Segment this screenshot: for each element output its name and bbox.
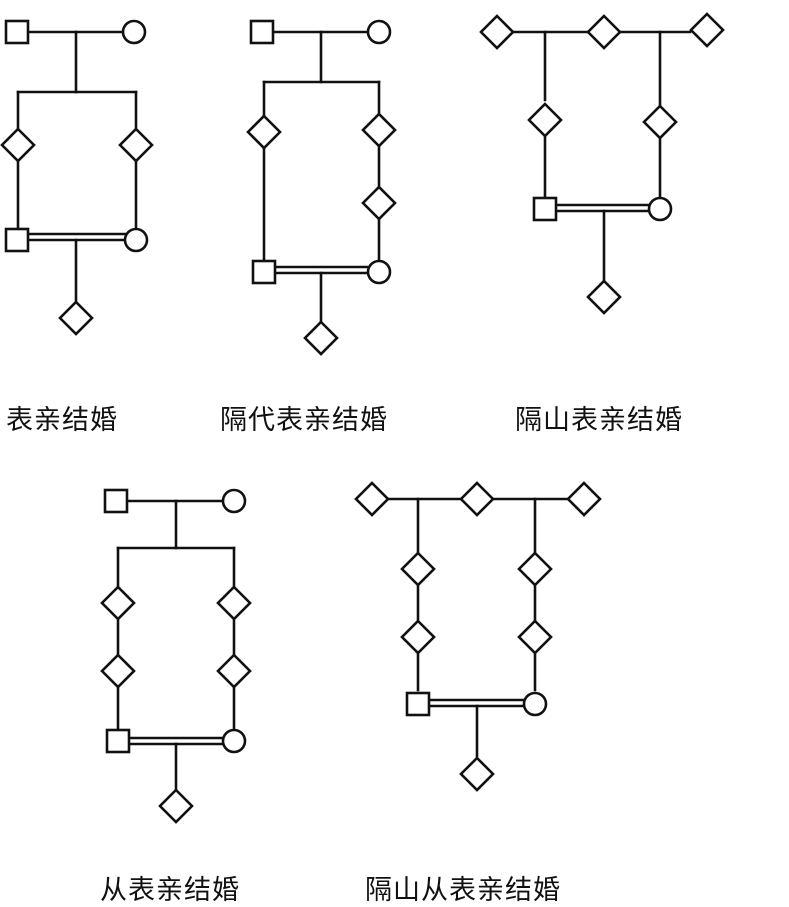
female-circle-icon xyxy=(221,488,247,514)
female-circle-icon xyxy=(522,691,548,717)
unspecified-sex-diamond-icon xyxy=(354,481,390,517)
unspecified-sex-diamond-icon xyxy=(527,102,563,138)
unspecified-sex-diamond-icon xyxy=(158,788,194,824)
pedigree-half-sibling-second-cousin-marriage xyxy=(354,481,602,792)
unspecified-sex-diamond-icon xyxy=(586,14,622,50)
female-circle-icon xyxy=(366,259,392,285)
unspecified-sex-diamond-icon xyxy=(216,653,252,689)
male-square-icon xyxy=(105,728,131,754)
female-circle-icon xyxy=(121,19,147,45)
caption-cross-generation-cousin-marriage: 隔代表亲结婚 xyxy=(220,405,388,436)
unspecified-sex-diamond-icon xyxy=(400,619,436,655)
unspecified-sex-diamond-icon xyxy=(642,104,678,140)
caption-cousin-marriage: 表亲结婚 xyxy=(6,405,118,436)
male-square-icon xyxy=(249,19,275,45)
male-square-icon xyxy=(532,196,558,222)
female-circle-icon xyxy=(221,728,247,754)
caption-half-sibling-cousin-marriage: 隔山表亲结婚 xyxy=(515,405,683,436)
unspecified-sex-diamond-icon xyxy=(517,551,553,587)
unspecified-sex-diamond-icon xyxy=(100,653,136,689)
unspecified-sex-diamond-icon xyxy=(216,585,252,621)
female-circle-icon xyxy=(647,196,673,222)
unspecified-sex-diamond-icon xyxy=(400,551,436,587)
unspecified-sex-diamond-icon xyxy=(459,481,495,517)
pedigree-half-sibling-cousin-marriage xyxy=(479,12,725,315)
female-circle-icon xyxy=(123,227,149,253)
male-square-icon xyxy=(251,259,277,285)
unspecified-sex-diamond-icon xyxy=(479,14,515,50)
unspecified-sex-diamond-icon xyxy=(566,481,602,517)
unspecified-sex-diamond-icon xyxy=(58,300,94,336)
unspecified-sex-diamond-icon xyxy=(246,114,282,150)
unspecified-sex-diamond-icon xyxy=(361,112,397,148)
unspecified-sex-diamond-icon xyxy=(303,320,339,356)
caption-second-cousin-marriage: 从表亲结婚 xyxy=(100,875,240,906)
unspecified-sex-diamond-icon xyxy=(0,127,36,163)
unspecified-sex-diamond-icon xyxy=(517,619,553,655)
male-square-icon xyxy=(405,691,431,717)
female-circle-icon xyxy=(366,19,392,45)
unspecified-sex-diamond-icon xyxy=(118,127,154,163)
male-square-icon xyxy=(4,19,30,45)
unspecified-sex-diamond-icon xyxy=(100,585,136,621)
male-square-icon xyxy=(4,227,30,253)
unspecified-sex-diamond-icon xyxy=(689,12,725,48)
pedigree-cousin-marriage xyxy=(0,19,154,336)
unspecified-sex-diamond-icon xyxy=(586,279,622,315)
caption-half-sibling-second-cousin-marriage: 隔山从表亲结婚 xyxy=(365,875,561,906)
male-square-icon xyxy=(103,488,129,514)
unspecified-sex-diamond-icon xyxy=(459,756,495,792)
pedigree-second-cousin-marriage xyxy=(100,488,252,824)
pedigree-cross-generation-cousin-marriage xyxy=(246,19,397,356)
unspecified-sex-diamond-icon xyxy=(361,185,397,221)
